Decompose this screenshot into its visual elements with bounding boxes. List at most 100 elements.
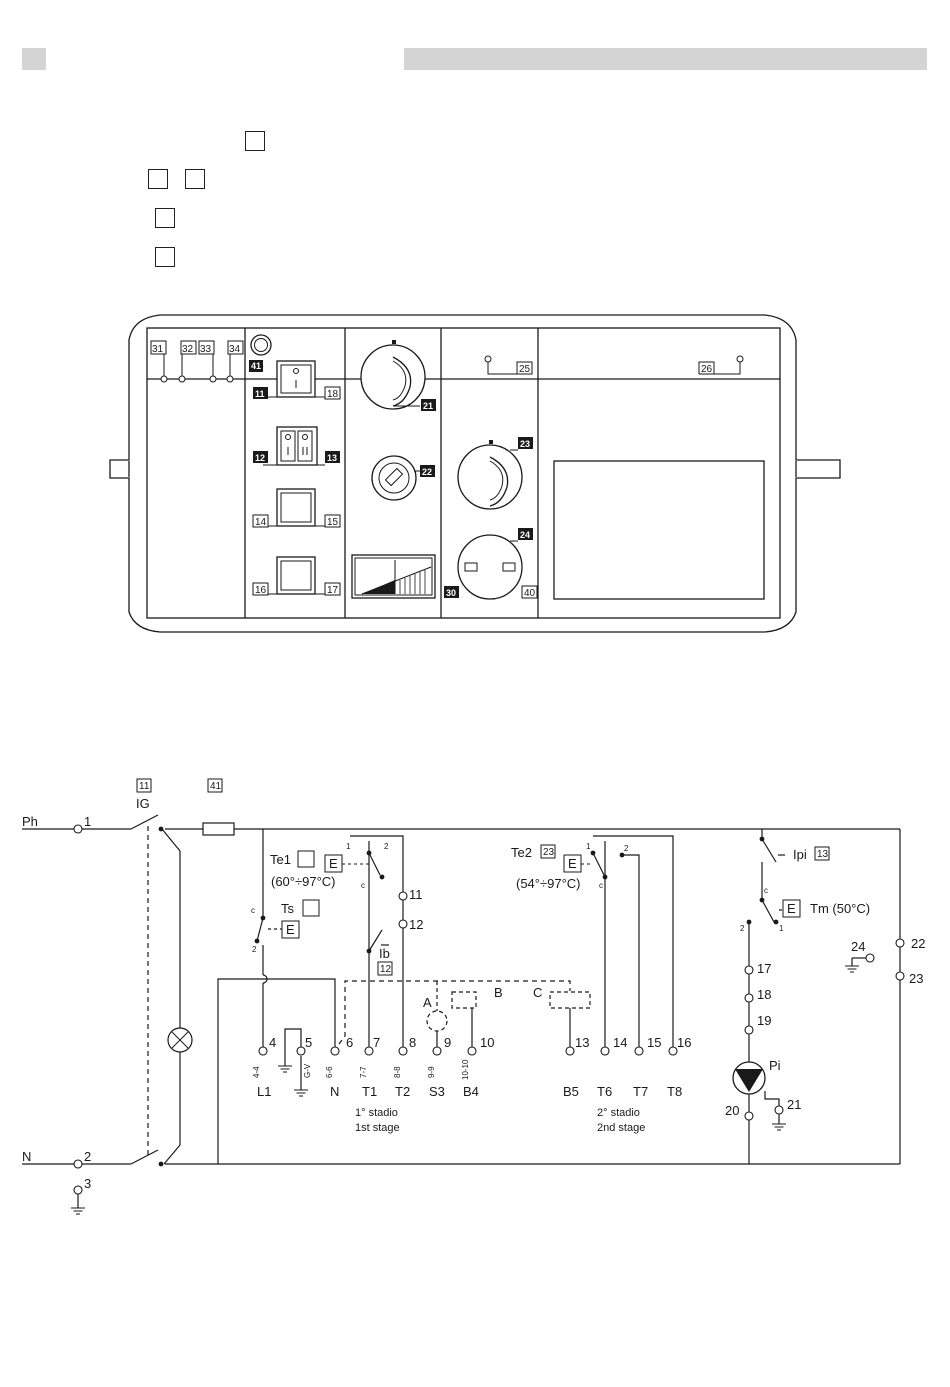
term-s3: S3	[429, 1084, 445, 1099]
main-switch[interactable]	[276, 360, 316, 398]
test-socket[interactable]	[457, 534, 523, 600]
term-t1: T1	[362, 1084, 377, 1099]
node-5: 5	[305, 1035, 312, 1050]
code-8-8: 8-8	[393, 1066, 402, 1078]
term-l1: L1	[257, 1084, 271, 1099]
code-10-10: 10-10	[461, 1059, 470, 1080]
terminal-34: 34	[229, 344, 241, 355]
fuse-holder[interactable]	[371, 455, 420, 501]
ref-box	[155, 247, 175, 267]
te2-label: Te2	[511, 845, 532, 860]
term-n: N	[330, 1084, 339, 1099]
node-23: 23	[909, 971, 923, 986]
te2-2: 2	[624, 844, 629, 853]
switch-ref-18: 18	[327, 389, 339, 400]
lamp-ref-41: 41	[251, 361, 261, 371]
label-c: C	[533, 985, 542, 1000]
lamp-symbol	[167, 1027, 193, 1053]
header-bar	[404, 48, 927, 70]
node-8: 8	[409, 1035, 416, 1050]
term-t8: T8	[667, 1084, 682, 1099]
term-t7: T7	[633, 1084, 648, 1099]
terminal-31: 31	[152, 344, 164, 355]
terminal-26: 26	[701, 364, 713, 375]
display-window	[553, 460, 765, 600]
ref-box	[155, 208, 175, 228]
node-6: 6	[346, 1035, 353, 1050]
term-1: 1	[84, 814, 91, 829]
ib-label: Ib	[379, 946, 390, 961]
term-2: 2	[84, 1149, 91, 1164]
knob-ref-23: 23	[520, 439, 530, 449]
terminal-33: 33	[200, 344, 212, 355]
switch-ref-13: 13	[327, 453, 337, 463]
ig-label: IG	[136, 796, 150, 811]
node-12: 12	[409, 917, 423, 932]
stage2-it: 2° stadio	[597, 1107, 640, 1119]
terminal-32: 32	[182, 344, 194, 355]
term-b5: B5	[563, 1084, 579, 1099]
terminal-25: 25	[519, 364, 531, 375]
ipi-ref: 13	[817, 849, 829, 860]
thermostat-knob-2[interactable]	[457, 440, 523, 510]
node-10: 10	[480, 1035, 494, 1050]
term-t6: T6	[597, 1084, 612, 1099]
te2-1: 1	[586, 842, 591, 851]
blank-plate-2	[276, 556, 316, 595]
node-13: 13	[575, 1035, 589, 1050]
stage1-en: 1st stage	[355, 1122, 400, 1134]
node-24: 24	[851, 939, 865, 954]
node-4: 4	[269, 1035, 276, 1050]
tm-1: 1	[779, 924, 784, 933]
ts-label: Ts	[281, 901, 295, 916]
ts-2: 2	[252, 945, 257, 954]
plate-ref-15: 15	[327, 517, 339, 528]
term-t2: T2	[395, 1084, 410, 1099]
node-19: 19	[757, 1013, 771, 1028]
ref-box	[185, 169, 205, 189]
stage2-en: 2nd stage	[597, 1122, 645, 1134]
pi-label: Pi	[769, 1058, 781, 1073]
blank-plate-1	[276, 488, 316, 527]
node-17: 17	[757, 961, 771, 976]
te2-range: (54°÷97°C)	[516, 876, 581, 891]
ib-ref: 12	[380, 964, 392, 975]
te1-range: (60°÷97°C)	[271, 874, 336, 889]
knob-ref-21: 21	[423, 401, 433, 411]
node-16: 16	[677, 1035, 691, 1050]
plate-ref-14: 14	[255, 517, 267, 528]
n-label: N	[22, 1149, 31, 1164]
thermostat-knob[interactable]	[360, 340, 426, 410]
tm-label: Tm (50°C)	[810, 901, 870, 916]
ts-c: c	[251, 906, 255, 915]
te2-e: E	[568, 856, 577, 871]
code-4-4: 4-4	[252, 1066, 261, 1078]
pump-symbol	[732, 1061, 766, 1095]
node-7: 7	[373, 1035, 380, 1050]
te2-ref: 23	[543, 847, 555, 858]
ref-box	[148, 169, 168, 189]
gauge-ref-30: 30	[446, 588, 456, 598]
node-14: 14	[613, 1035, 627, 1050]
code-6-6: 6-6	[325, 1066, 334, 1078]
code-g-v: G-V	[303, 1063, 312, 1078]
plate-ref-17: 17	[327, 585, 339, 596]
tm-2: 2	[740, 924, 745, 933]
label-b: B	[494, 985, 503, 1000]
node-22: 22	[911, 936, 925, 951]
dual-switch[interactable]	[276, 426, 318, 466]
node-11: 11	[409, 887, 423, 902]
ts-e: E	[286, 922, 295, 937]
tm-e: E	[787, 901, 796, 916]
ph-label: Ph	[22, 814, 38, 829]
tm-c: c	[764, 886, 768, 895]
display-ref-40: 40	[524, 588, 536, 599]
terminal-strip: 31 32 33 34	[150, 340, 245, 383]
term-b4: B4	[463, 1084, 479, 1099]
code-7-7: 7-7	[359, 1066, 368, 1078]
code-9-9: 9-9	[427, 1066, 436, 1078]
node-18: 18	[757, 987, 771, 1002]
stage1-it: 1° stadio	[355, 1107, 398, 1119]
node-21: 21	[787, 1097, 801, 1112]
fuse-ref-22: 22	[422, 467, 432, 477]
